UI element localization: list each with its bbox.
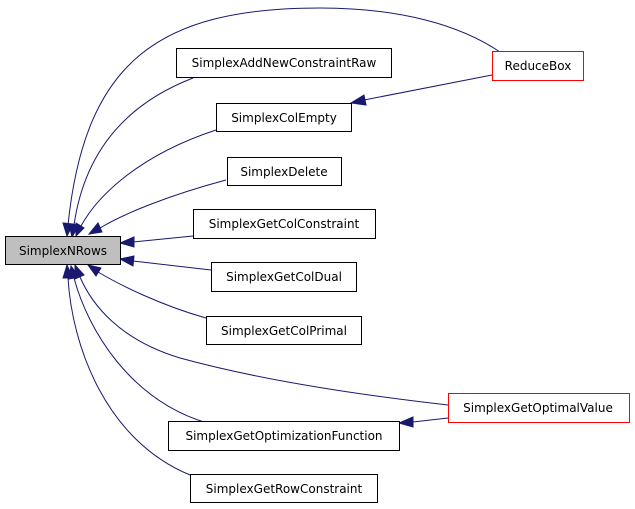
- node-colempty[interactable]: SimplexColEmpty: [216, 103, 352, 132]
- node-addnewconstraintraw-label: SimplexAddNewConstraintRaw: [192, 56, 377, 70]
- node-getcoldual-box: [211, 262, 357, 292]
- node-getoptimizationfunction-box: [168, 421, 400, 451]
- node-getoptimalvalue[interactable]: SimplexGetOptimalValue: [448, 393, 630, 423]
- edge-reducebox-to-colempty: [349, 74, 493, 106]
- node-getoptimizationfunction[interactable]: SimplexGetOptimizationFunction: [168, 421, 400, 451]
- node-getcoldual[interactable]: SimplexGetColDual: [211, 262, 357, 292]
- node-getcolprimal[interactable]: SimplexGetColPrimal: [206, 316, 362, 345]
- node-getrowconstraint-box: [190, 474, 378, 503]
- edge-delete-to-simplexnrows: [87, 179, 227, 235]
- node-simplexnrows-label: SimplexNRows: [19, 244, 107, 258]
- edge-getrowconstraint-to-simplexnrows: [62, 263, 191, 476]
- node-getcolconstraint-box: [193, 209, 376, 239]
- node-getcolprimal-label: SimplexGetColPrimal: [221, 324, 347, 338]
- node-simplexnrows-box: [5, 236, 121, 265]
- edge-getcoldual-to-simplexnrows: [118, 255, 212, 271]
- node-delete-label: SimplexDelete: [240, 165, 327, 179]
- node-getrowconstraint-label: SimplexGetRowConstraint: [206, 482, 363, 496]
- node-colempty-label: SimplexColEmpty: [231, 111, 337, 125]
- node-getoptimalvalue-box: [448, 393, 630, 423]
- node-getcolconstraint[interactable]: SimplexGetColConstraint: [193, 209, 376, 239]
- node-delete[interactable]: SimplexDelete: [227, 157, 342, 186]
- node-colempty-box: [216, 103, 352, 132]
- node-addnewconstraintraw[interactable]: SimplexAddNewConstraintRaw: [176, 48, 392, 78]
- node-getoptimalvalue-label: SimplexGetOptimalValue: [463, 401, 613, 415]
- node-reducebox-box: [492, 51, 584, 81]
- node-getrowconstraint[interactable]: SimplexGetRowConstraint: [190, 474, 378, 503]
- edge-getcolprimal-to-simplexnrows: [86, 264, 207, 319]
- node-addnewconstraintraw-box: [176, 48, 392, 78]
- edge-colempty-to-simplexnrows: [75, 129, 217, 238]
- node-getoptimizationfunction-label: SimplexGetOptimizationFunction: [185, 429, 382, 443]
- node-getcolconstraint-label: SimplexGetColConstraint: [209, 217, 360, 231]
- edge-addnewconstraintraw-to-simplexnrows: [68, 77, 194, 239]
- node-getcoldual-label: SimplexGetColDual: [226, 270, 342, 284]
- node-reducebox[interactable]: ReduceBox: [492, 51, 584, 81]
- node-getcolprimal-box: [206, 316, 362, 345]
- edge-getoptimalvalue-to-getoptimizationfunction: [397, 416, 449, 428]
- nodes: SimplexNRows SimplexAddNewConstraintRaw …: [5, 48, 630, 503]
- node-simplexnrows[interactable]: SimplexNRows: [5, 236, 121, 265]
- edges: [62, 7, 501, 476]
- node-delete-box: [227, 157, 342, 186]
- edge-getcolconstraint-to-simplexnrows: [118, 235, 194, 248]
- edge-getoptimizationfunction-to-simplexnrows: [68, 264, 208, 424]
- node-reducebox-label: ReduceBox: [505, 59, 572, 73]
